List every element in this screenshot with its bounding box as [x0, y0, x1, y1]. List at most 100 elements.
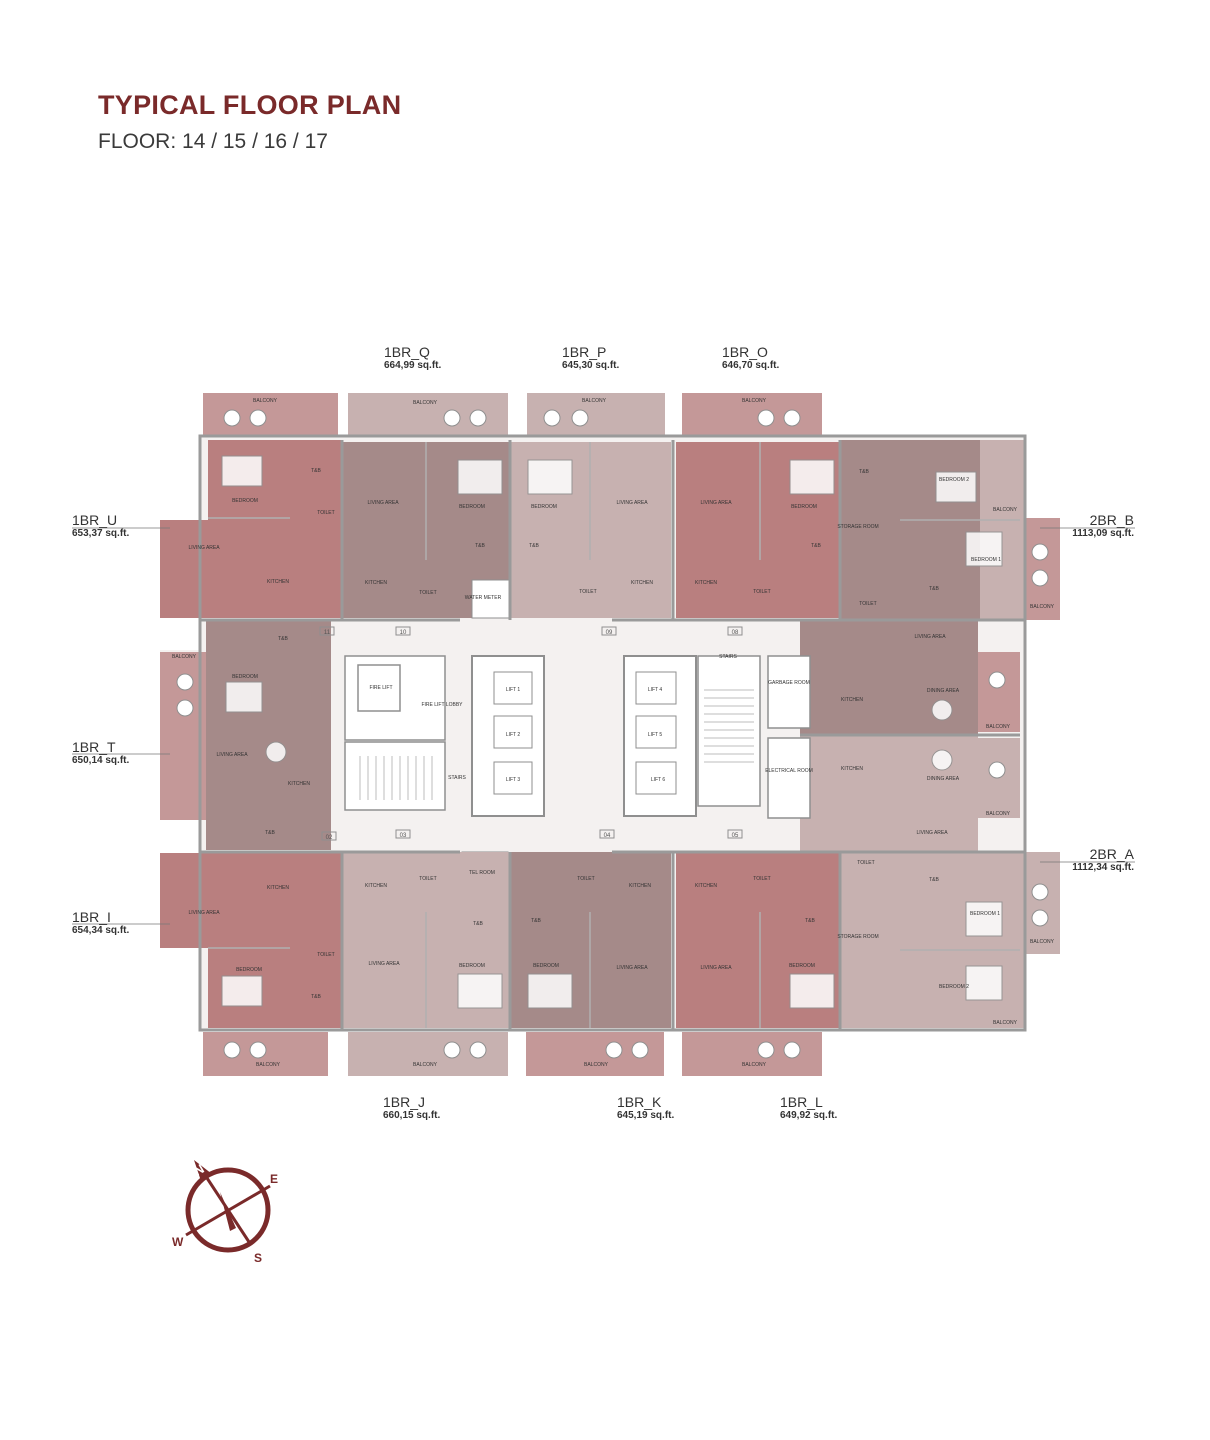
label-balcony-b2-side: BALCONY	[1030, 604, 1055, 610]
label-kitchen-o: KITCHEN	[695, 580, 717, 586]
label-balcony-l: BALCONY	[742, 1062, 767, 1068]
label-toilet-a2: TOILET	[857, 860, 874, 866]
lift-1	[493, 671, 533, 705]
label-balcony-u: BALCONY	[253, 398, 278, 404]
label-fire-lift: FIRE LIFT	[369, 685, 392, 691]
door-02: 02	[326, 835, 333, 841]
label-toilet-p: TOILET	[579, 589, 596, 595]
lift-5	[635, 715, 677, 749]
label-balcony-t: BALCONY	[172, 654, 197, 660]
unit-b2-lower	[800, 620, 978, 735]
label-toilet-b2: TOILET	[859, 601, 876, 607]
lift-4	[635, 671, 677, 705]
label-balcony-a2-dining: BALCONY	[986, 811, 1011, 817]
unit-a2-balcony-col	[980, 853, 1025, 1028]
compass: N E S W	[172, 1160, 278, 1265]
door-10: 10	[400, 630, 407, 636]
unit-area: 653,37 sq.ft.	[72, 528, 130, 540]
label-balcony-b2-top: BALCONY	[993, 507, 1018, 513]
unit-area: 664,99 sq.ft.	[384, 360, 442, 372]
label-bedroom-i: BEDROOM	[236, 967, 262, 973]
balcony-chairs	[176, 409, 1049, 1059]
balcony-l	[682, 1032, 822, 1076]
label-balcony-p: BALCONY	[582, 398, 607, 404]
stairs-west	[344, 741, 446, 811]
unit-area: 1112,34 sq.ft.	[1072, 862, 1134, 874]
label-kitchen-i: KITCHEN	[267, 885, 289, 891]
unit-walls	[198, 434, 1027, 1032]
label-lift3: LIFT 3	[506, 777, 521, 783]
label-lift2: LIFT 2	[506, 732, 521, 738]
label-lift4: LIFT 4	[648, 687, 663, 693]
unit-name: 2BR_A	[1089, 846, 1134, 862]
unit-t	[206, 620, 331, 850]
unit-tag-2br-b: 2BR_B 1113,09 sq.ft.	[1062, 512, 1134, 540]
label-living-b2: LIVING AREA	[914, 634, 946, 640]
unit-name: 1BR_T	[72, 739, 116, 755]
furniture	[221, 455, 1003, 1009]
label-toilet-q: TOILET	[419, 590, 436, 596]
unit-tag-k: 1BR_K 645,19 sq.ft.	[617, 1094, 674, 1122]
unit-area: 660,15 sq.ft.	[383, 1110, 441, 1122]
page-subtitle: FLOOR: 14 / 15 / 16 / 17	[98, 130, 328, 153]
label-water-meter: WATER METER	[465, 595, 502, 601]
label-lift5: LIFT 5	[648, 732, 663, 738]
label-balcony-j: BALCONY	[413, 1062, 438, 1068]
label-kitchen-k: KITCHEN	[629, 883, 651, 889]
label-toilet-j: TOILET	[419, 876, 436, 882]
label-tb-i: T&B	[311, 994, 321, 1000]
label-bedroom-u: BEDROOM	[232, 498, 258, 504]
label-kitchen-a2: KITCHEN	[841, 766, 863, 772]
label-bedroom-o: BEDROOM	[791, 504, 817, 510]
label-tb-l: T&B	[805, 918, 815, 924]
label-tb-k: T&B	[531, 918, 541, 924]
label-living-i: LIVING AREA	[188, 910, 220, 916]
label-dining-a2: DINING AREA	[927, 776, 960, 782]
label-balcony-a2-bottom: BALCONY	[993, 1020, 1018, 1026]
unit-name: 1BR_Q	[384, 344, 430, 360]
label-dining-b2: DINING AREA	[927, 688, 960, 694]
page-title: TYPICAL FLOOR PLAN	[98, 90, 402, 120]
label-bedroom2-b2: BEDROOM 2	[939, 477, 969, 483]
room-labels: BALCONY BALCONY BALCONY BALCONY BEDROOM …	[172, 398, 1055, 1068]
unit-area: 649,92 sq.ft.	[780, 1110, 838, 1122]
label-living-l: LIVING AREA	[700, 965, 732, 971]
label-tb-t: T&B	[278, 636, 288, 642]
label-bedroom2-a2: BEDROOM 2	[939, 984, 969, 990]
door-05: 05	[732, 833, 739, 839]
label-tb-b2: T&B	[859, 469, 869, 475]
label-kitchen-u: KITCHEN	[267, 579, 289, 585]
label-garbage: GARBAGE ROOM	[768, 680, 810, 686]
label-toilet-u: TOILET	[317, 510, 334, 516]
label-kitchen-b2: KITCHEN	[841, 697, 863, 703]
label-living-j: LIVING AREA	[368, 961, 400, 967]
label-balcony-q: BALCONY	[413, 400, 438, 406]
label-lift6: LIFT 6	[651, 777, 666, 783]
door-04: 04	[604, 833, 611, 839]
unit-tag-q: 1BR_Q 664,99 sq.ft.	[384, 344, 441, 372]
label-balcony-i: BALCONY	[256, 1062, 281, 1068]
label-storage-a2: STORAGE ROOM	[837, 934, 878, 940]
label-balcony-o: BALCONY	[742, 398, 767, 404]
unit-tag-2br-a: 2BR_A 1112,34 sq.ft.	[1062, 846, 1134, 874]
unit-name: 1BR_J	[383, 1094, 426, 1110]
unit-name: 1BR_K	[617, 1094, 662, 1110]
label-tb-j: T&B	[473, 921, 483, 927]
stair-treads-west	[359, 756, 433, 800]
label-toilet-i: TOILET	[317, 952, 334, 958]
leader-lines	[72, 527, 1135, 925]
label-bedroom-l: BEDROOM	[789, 963, 815, 969]
label-tb-a2: T&B	[929, 877, 939, 883]
label-kitchen-l: KITCHEN	[695, 883, 717, 889]
balcony-a2-side	[1025, 852, 1060, 954]
label-bedroom-p: BEDROOM	[531, 504, 557, 510]
label-stairs-w: STAIRS	[448, 775, 466, 781]
lift-3	[493, 761, 533, 795]
compass-north-arrow	[194, 1160, 212, 1181]
unit-area: 650,14 sq.ft.	[72, 755, 130, 767]
unit-tag-u: 1BR_U 653,37 sq.ft.	[72, 512, 129, 540]
label-tel-room: TEL ROOM	[469, 870, 495, 876]
compass-ring	[185, 1167, 271, 1253]
label-electrical: ELECTRICAL ROOM	[765, 768, 813, 774]
